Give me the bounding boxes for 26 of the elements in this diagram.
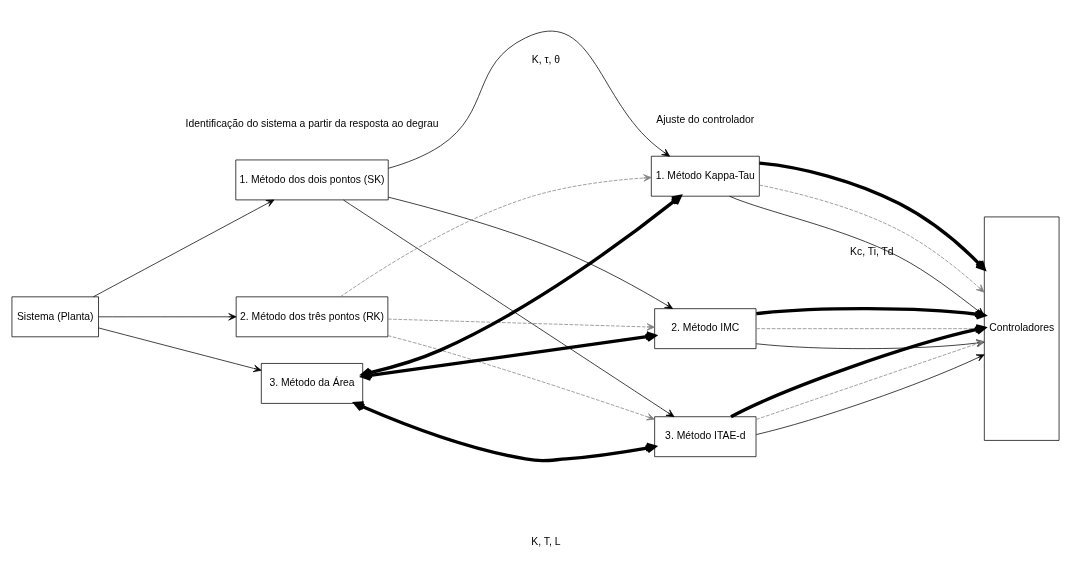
arrow [353, 401, 657, 463]
arrow [387, 318, 655, 331]
label: Ajuste do controlador [656, 114, 755, 126]
arrow [759, 161, 986, 271]
arrow [755, 354, 985, 435]
arrow [340, 174, 652, 298]
label: K, τ, θ [531, 53, 560, 65]
arrow [98, 327, 262, 373]
arrow [388, 30, 670, 169]
node-box: 1. Método Kappa-Tau [650, 155, 760, 197]
arrow [759, 184, 985, 293]
arrow [98, 313, 237, 321]
arrow [343, 199, 675, 417]
arrow [93, 199, 275, 298]
node-box: 3. Método ITAE-d [654, 416, 757, 458]
node-box: Sistema (Planta) [11, 296, 99, 338]
label: K, T, L [531, 536, 561, 548]
node-box: 2. Método IMC [654, 308, 757, 349]
arrow [387, 196, 673, 309]
arrow [387, 335, 655, 421]
node-box: 3. Método da Área [260, 363, 364, 404]
node-box: 1. Método dos dois pontos (SK) [235, 159, 389, 201]
node-box: 2. Método dos três pontos (RK) [235, 296, 389, 338]
label: Kc, Ti, Td [850, 246, 894, 258]
label: Identificação do sistema a partir da resposta ao degrau [185, 118, 439, 130]
node-box: Controladores [983, 216, 1060, 441]
